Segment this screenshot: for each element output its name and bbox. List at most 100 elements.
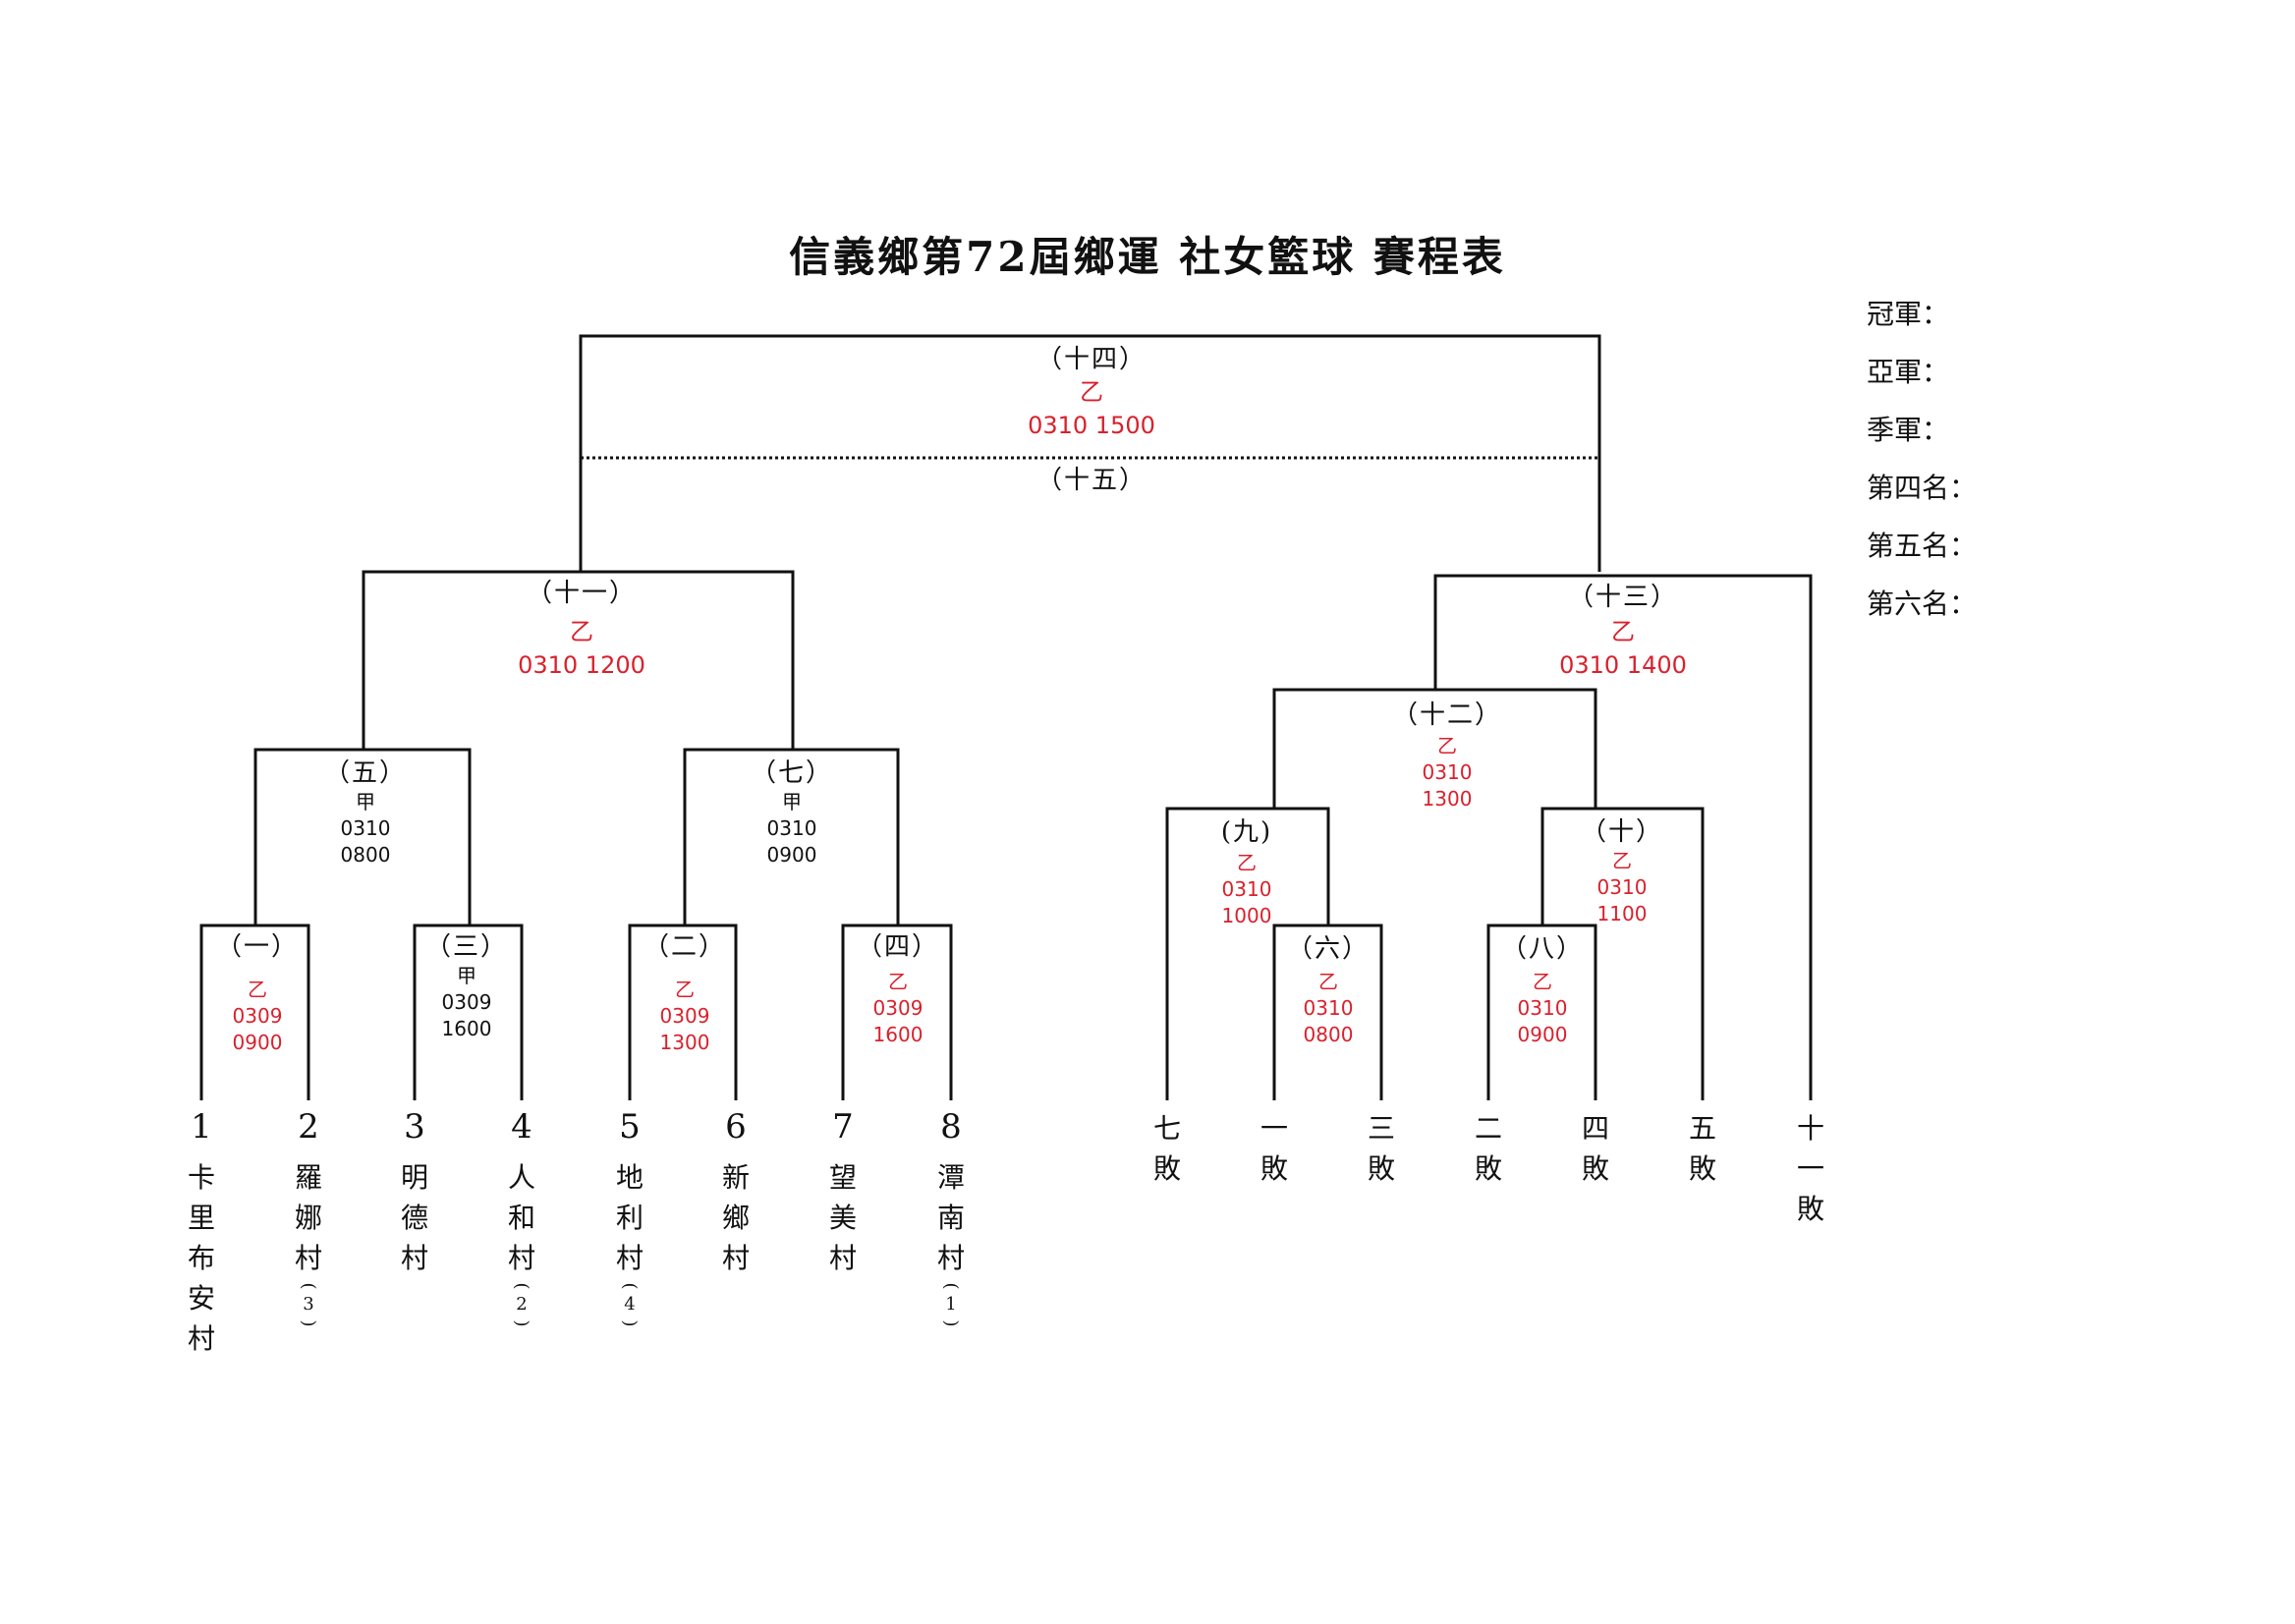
team-number: 8 — [940, 1107, 962, 1147]
game-date: 0309 — [441, 990, 492, 1014]
team-name-7: 望 美 村 — [829, 1157, 857, 1278]
game-time: 0900 — [1517, 1023, 1568, 1046]
team-name-char: 村 — [400, 1242, 429, 1274]
game-class: 乙 — [887, 970, 908, 993]
game-date: 0310 — [1422, 760, 1473, 784]
game-3-label: （三） 甲 0309 1600 — [425, 926, 508, 1042]
loser-char: 二 — [1474, 1112, 1503, 1145]
team-name-char: 和 — [507, 1202, 536, 1234]
team-name-char: 德 — [400, 1202, 429, 1234]
game-class: 乙 — [674, 978, 695, 1001]
team-name-char: 村 — [507, 1242, 536, 1274]
game-time: 0900 — [766, 843, 817, 867]
loser-char: 敗 — [1367, 1152, 1396, 1185]
seed-number: 4 — [624, 1294, 636, 1315]
game-5-label: （五） 甲 0310 0800 — [324, 753, 407, 868]
team-name-char: 美 — [828, 1202, 858, 1234]
team-name-char: 鄉 — [721, 1202, 751, 1234]
game-number: （五） — [323, 758, 408, 788]
game-time: 1600 — [441, 1017, 492, 1040]
team-seed: (4) — [619, 1282, 641, 1327]
loser-slot-7: 十 一 敗 — [1797, 1108, 1824, 1229]
game-number: （八） — [1500, 934, 1585, 964]
team-name-char: 南 — [936, 1202, 966, 1234]
game-time: 1100 — [1596, 902, 1648, 925]
game-datetime: 0310 1200 — [518, 651, 645, 679]
game-class: 乙 — [1236, 851, 1257, 874]
game-13-label: （十三） 乙 0310 1400 — [1559, 577, 1687, 682]
seed-number: 3 — [303, 1294, 314, 1315]
team-number: 2 — [298, 1107, 319, 1147]
game-class: 乙 — [1532, 970, 1552, 993]
game-datetime: 0310 1500 — [1028, 412, 1155, 439]
game-time: 0900 — [232, 1031, 283, 1054]
loser-slot-1: 七 敗 — [1153, 1108, 1181, 1189]
rank-champion: 冠軍： — [1867, 298, 1950, 330]
team-name-char: 安 — [187, 1282, 216, 1315]
bracket-game-11 — [362, 570, 795, 750]
team-name-char: 利 — [615, 1202, 644, 1234]
game-class: 乙 — [247, 978, 267, 1001]
game-class: 乙 — [1611, 849, 1632, 872]
team-name-char: 村 — [294, 1242, 323, 1274]
game-class: 甲 — [456, 964, 476, 987]
loser-slot-3: 三 敗 — [1368, 1108, 1395, 1189]
team-name-char: 地 — [615, 1161, 644, 1194]
team-number: 3 — [404, 1107, 425, 1147]
loser-char: 五 — [1688, 1112, 1717, 1145]
game-number: （二） — [643, 932, 727, 962]
team-name-char: 明 — [400, 1161, 429, 1194]
team-name-char: 布 — [187, 1242, 216, 1274]
game-class: 乙 — [1317, 970, 1338, 993]
game-time: 1600 — [872, 1023, 924, 1046]
loser-char: 四 — [1581, 1112, 1610, 1145]
game-date: 0309 — [232, 1004, 283, 1028]
game-2-label: （二） 乙 0309 1300 — [644, 926, 726, 1056]
team-name-char: 村 — [721, 1242, 751, 1274]
team-name-6: 新 鄉 村 — [722, 1157, 750, 1278]
team-seed: (2) — [511, 1282, 532, 1327]
bracket-game-2 — [628, 924, 738, 1100]
game-number: （十二） — [1391, 700, 1503, 730]
loser-slot-2: 一 敗 — [1260, 1108, 1288, 1189]
game-6-label: （六） 乙 0310 0800 — [1287, 928, 1370, 1048]
team-seed: (1) — [940, 1282, 962, 1327]
game-number: （十一） — [526, 579, 638, 608]
game-date: 0310 — [766, 816, 817, 840]
game-14-label: （十四） 乙 0310 1500 — [1028, 339, 1155, 442]
team-number: 7 — [832, 1107, 854, 1147]
team-name-char: 潭 — [936, 1161, 966, 1194]
team-number: 5 — [619, 1107, 641, 1147]
bracket-game-10 — [1540, 807, 1705, 1100]
team-name-3: 明 德 村 — [401, 1157, 428, 1278]
game-4-label: （四） 乙 0309 1600 — [857, 926, 939, 1048]
game-date: 0310 — [1517, 996, 1568, 1020]
game-date: 0310 — [1596, 875, 1648, 899]
team-number: 4 — [511, 1107, 532, 1147]
loser-char: 十 — [1796, 1112, 1825, 1145]
seed-number: 2 — [516, 1294, 528, 1315]
game-number: （十四） — [1036, 345, 1148, 374]
team-name-4: 人 和 村 (2) — [508, 1157, 535, 1331]
team-name-char: 村 — [828, 1242, 858, 1274]
team-name-char: 娜 — [294, 1202, 323, 1234]
rank-fifth: 第五名： — [1867, 530, 1978, 562]
loser-slot-5: 四 敗 — [1582, 1108, 1609, 1189]
team-number: 6 — [725, 1107, 747, 1147]
game-number: （七） — [750, 758, 834, 788]
game-class: 乙 — [1079, 378, 1103, 406]
game-date: 0309 — [659, 1004, 710, 1028]
page-title: 信義鄉第72屆鄉運 社女籃球 賽程表 — [789, 233, 1506, 281]
game-date: 0310 — [1221, 877, 1272, 901]
bracket-game-14 — [579, 334, 1601, 572]
rankings-list: 冠軍： 亞軍： 季軍： 第四名： 第五名： 第六名： — [1867, 295, 1977, 643]
loser-char: 敗 — [1581, 1152, 1610, 1185]
game-9-label: (九) 乙 0310 1000 — [1221, 812, 1272, 929]
loser-slot-4: 二 敗 — [1475, 1108, 1502, 1189]
game-number: （十五） — [1036, 466, 1148, 495]
team-name-1: 卡 里 布 安 村 — [188, 1157, 215, 1359]
game-date: 0310 — [1303, 996, 1354, 1020]
game-10-label: （十） 乙 0310 1100 — [1581, 812, 1663, 927]
